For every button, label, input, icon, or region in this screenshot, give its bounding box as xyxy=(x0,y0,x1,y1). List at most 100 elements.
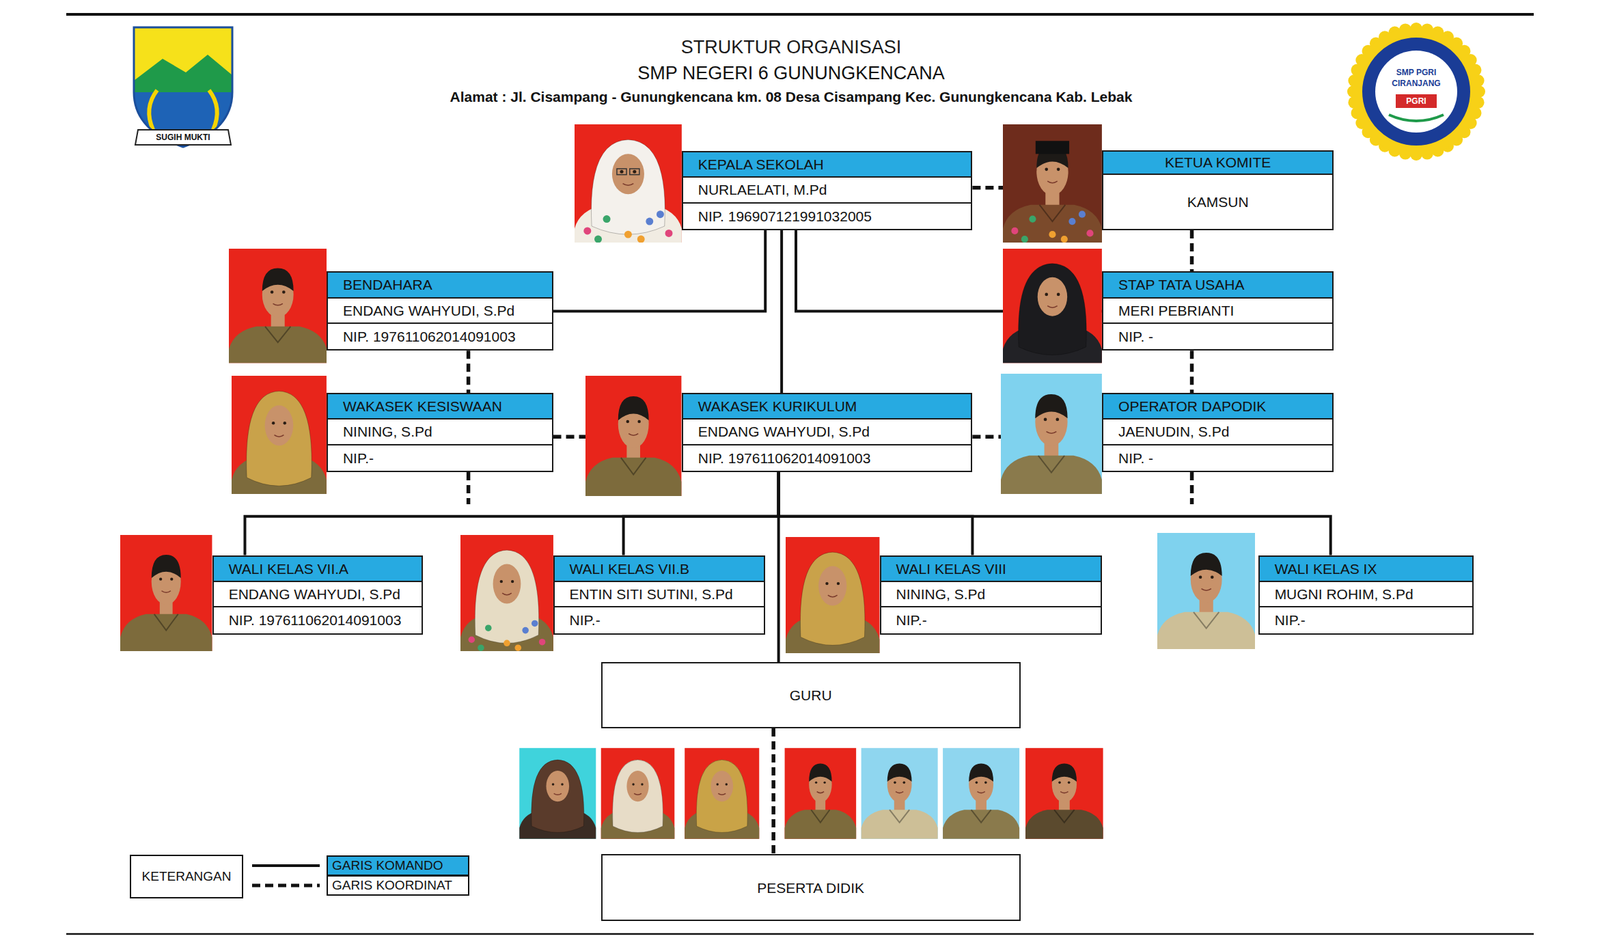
person-photo xyxy=(228,248,327,363)
person-card: WAKASEK KURIKULUMENDANG WAHYUDI, S.PdNIP… xyxy=(681,392,973,473)
cap xyxy=(1035,140,1070,154)
person-card: OPERATOR DAPODIKJAENUDIN, S.PdNIP. - xyxy=(1101,392,1334,473)
role-title: OPERATOR DAPODIK xyxy=(1118,397,1266,415)
clothing xyxy=(784,809,857,839)
pattern-dot xyxy=(583,227,591,236)
eye xyxy=(975,781,979,785)
hijab xyxy=(246,390,313,486)
role-title: WALI KELAS IX xyxy=(1274,560,1378,578)
rice-stalk xyxy=(148,90,158,130)
table-row: NIP. - xyxy=(1103,445,1333,471)
hijab xyxy=(474,549,539,643)
hair xyxy=(1052,763,1077,782)
face xyxy=(1037,277,1068,317)
person-name: NINING, S.Pd xyxy=(896,585,986,603)
table-row: KETUA KOMITE xyxy=(1103,151,1333,175)
mouth xyxy=(622,183,634,186)
photo-background xyxy=(861,748,939,839)
mouth xyxy=(554,793,562,795)
pattern-dot xyxy=(1086,230,1094,238)
hair xyxy=(1190,552,1223,576)
hair xyxy=(151,554,182,578)
mouth xyxy=(977,791,986,794)
id-number: NIP.- xyxy=(1274,611,1306,629)
badge-bar xyxy=(1395,94,1437,108)
eye xyxy=(1058,781,1061,785)
clothing xyxy=(1002,204,1102,243)
badge-center xyxy=(1375,50,1458,133)
photo-background xyxy=(574,124,682,243)
person-photo xyxy=(574,124,682,243)
hijab xyxy=(612,759,664,833)
table-row: MUGNI ROHIM, S.Pd xyxy=(1259,582,1473,608)
logo-motto: SUGIH MUKTI xyxy=(155,129,210,145)
table-row: WALI KELAS VII.B xyxy=(554,556,765,583)
group-label: GURU xyxy=(789,686,833,704)
mouth xyxy=(1060,791,1068,794)
eye xyxy=(1210,575,1215,579)
table-row: NIP. 197611062014091003 xyxy=(213,607,423,633)
face xyxy=(492,563,521,604)
id-number: NIP.- xyxy=(569,611,601,629)
person-name: MERI PEBRIANTI xyxy=(1118,301,1234,320)
pattern-dot xyxy=(514,644,522,652)
person-name: ENDANG WAHYUDI, S.Pd xyxy=(228,585,401,603)
person-card: STAP TATA USAHA MERI PEBRIANTI NIP. - xyxy=(1101,271,1334,351)
table-row: NIP. 197611062014091003 xyxy=(683,445,972,471)
hair xyxy=(618,396,650,421)
mountain xyxy=(133,54,233,93)
id-number: NIP.- xyxy=(342,449,374,467)
pattern-dot xyxy=(637,235,645,244)
person-card: WALI KELAS IX MUGNI ROHIM, S.PdNIP.- xyxy=(1258,555,1474,635)
eye xyxy=(725,782,728,785)
eye xyxy=(271,421,275,425)
table-row: NINING, S.Pd xyxy=(881,582,1102,608)
face xyxy=(545,770,570,802)
group-label: PESERTA DIDIK xyxy=(756,879,865,897)
person-card: KEPALA SEKOLAHNURLAELATI, M.PdNIP. 19690… xyxy=(681,150,973,231)
id-number: NIP. - xyxy=(1118,327,1154,346)
person-photo xyxy=(1025,748,1104,839)
eye xyxy=(1045,293,1049,297)
collar xyxy=(971,809,992,823)
collar xyxy=(1193,611,1219,628)
role-title: WALI KELAS VIII xyxy=(896,560,1007,578)
person-name: NINING, S.Pd xyxy=(342,422,433,440)
eye xyxy=(282,291,286,295)
hair xyxy=(1035,394,1068,419)
hair xyxy=(261,268,294,292)
photo-background xyxy=(601,748,675,839)
legend-entry: GARIS KOORDINAT xyxy=(252,875,470,896)
clothing xyxy=(1025,809,1104,839)
table-row: ENDANG WAHYUDI, S.Pd xyxy=(213,582,423,608)
badge-leaf xyxy=(1388,114,1444,121)
pattern-dot xyxy=(467,636,475,643)
coordination-stub xyxy=(466,472,471,505)
table-row: NIP.- xyxy=(327,445,553,471)
person-card: KETUA KOMITEKAMSUN xyxy=(1101,150,1334,231)
logo-text: PGRI xyxy=(1405,94,1426,108)
face xyxy=(818,565,847,606)
collar xyxy=(889,809,910,823)
table-row: NIP. 196907121991032005 xyxy=(683,203,972,229)
rice-stalk xyxy=(209,90,218,130)
role-title: STAP TATA USAHA xyxy=(1118,276,1245,294)
chart-title: STRUKTUR ORGANISASI xyxy=(681,34,902,61)
legend-line-sample xyxy=(252,875,320,896)
mouth xyxy=(1047,181,1057,184)
pattern-dot xyxy=(656,210,665,218)
face xyxy=(710,770,734,802)
table-row: NIP.- xyxy=(554,607,765,633)
table-row: WALI KELAS VIII xyxy=(881,556,1102,583)
table-row: WAKASEK KURIKULUM xyxy=(683,394,972,420)
eye xyxy=(632,170,637,174)
photo-background xyxy=(585,375,682,496)
role-title: WAKASEK KESISWAAN xyxy=(342,397,503,415)
mouth xyxy=(817,791,824,794)
table-row: BENDAHARA xyxy=(327,272,553,298)
table-row: STAP TATA USAHA xyxy=(1103,272,1333,298)
collar xyxy=(1039,204,1066,222)
mouth xyxy=(718,793,726,795)
eye xyxy=(619,170,624,174)
